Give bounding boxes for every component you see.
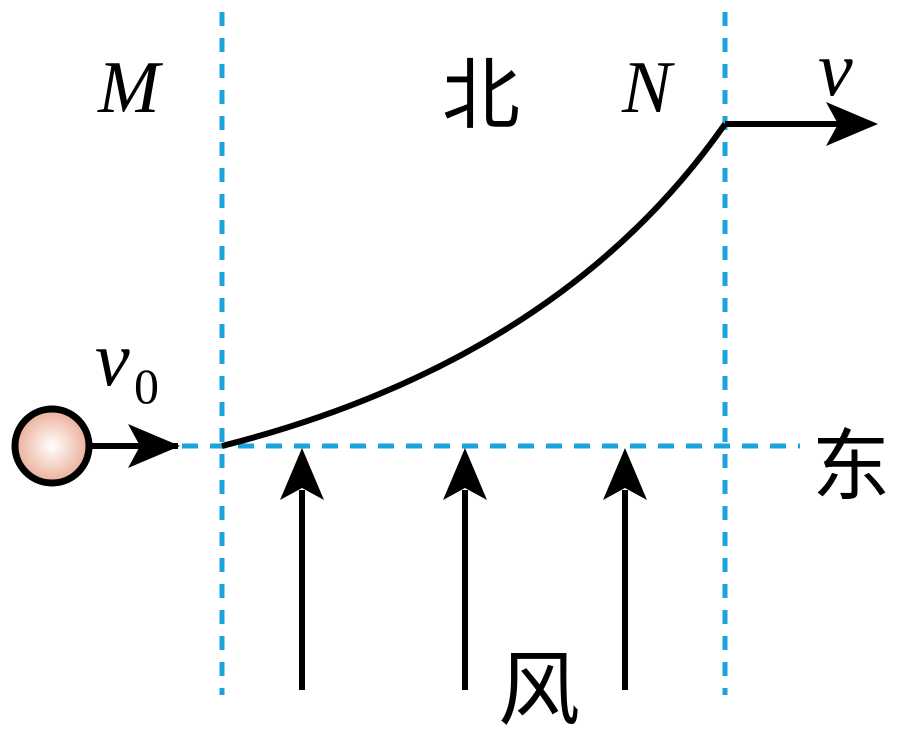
trajectory-curve — [221, 122, 728, 449]
label-wind: 风 — [498, 645, 580, 735]
label-v: v — [818, 25, 853, 112]
wind-arrowhead-1 — [280, 448, 324, 500]
wind-arrowhead-3 — [603, 448, 647, 500]
label-n: N — [621, 47, 675, 129]
label-east: 东 — [812, 423, 890, 510]
label-v0: v — [95, 315, 130, 402]
label-v0-subscript: 0 — [134, 358, 159, 414]
wind-arrowhead-2 — [443, 448, 487, 500]
label-north: 北 — [442, 52, 520, 139]
v-arrowhead — [826, 102, 878, 146]
label-m: M — [97, 47, 164, 129]
v0-arrowhead — [128, 424, 180, 468]
ball — [11, 405, 93, 487]
wind-arrows — [280, 448, 647, 690]
